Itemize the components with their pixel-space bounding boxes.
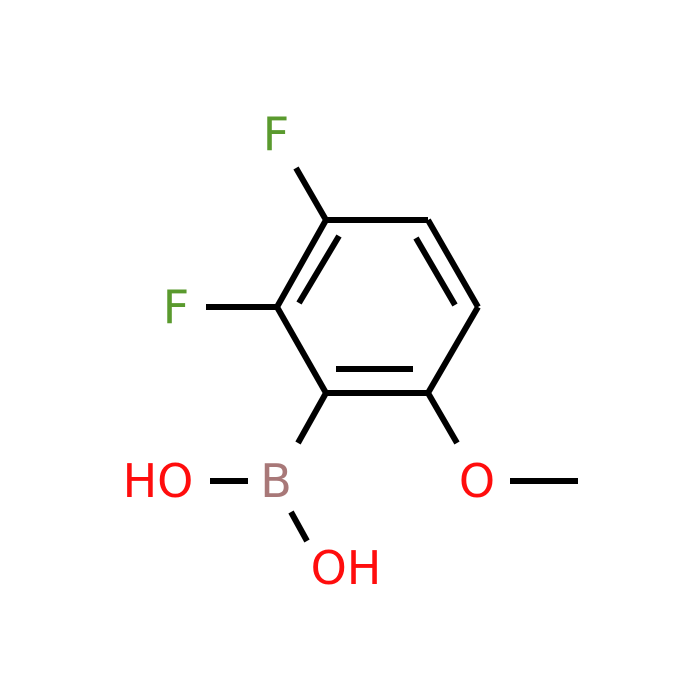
ring-bond-c5-c6 <box>425 305 481 395</box>
ring-bond-c2-c3 <box>274 218 329 309</box>
atom-label-hydroxyl-bottom: OH <box>311 541 382 595</box>
bond-boron-oh-bottom <box>288 510 310 543</box>
ring-double-bond-inner-c4-c5 <box>413 236 458 307</box>
bond-c1-boron <box>295 391 329 445</box>
ring-double-bond-inner-c2-c3 <box>296 234 342 305</box>
atom-label-boron: B <box>260 454 292 508</box>
substituent-bonds <box>206 166 578 543</box>
ring-bond-c4-c5 <box>425 218 481 309</box>
bond-c3-f-top <box>293 166 329 222</box>
atom-label-fluorine-left: F <box>163 280 189 334</box>
atom-label-methoxy-oxygen: O <box>459 454 495 508</box>
bond-c6-oxygen <box>425 391 460 445</box>
atom-labels: F F B HO OH O <box>123 107 496 595</box>
atom-label-hydroxyl-left: HO <box>123 454 194 508</box>
ring-bond-c1-c2 <box>274 305 329 395</box>
benzene-ring <box>274 217 481 396</box>
atom-label-fluorine-top: F <box>263 107 289 161</box>
